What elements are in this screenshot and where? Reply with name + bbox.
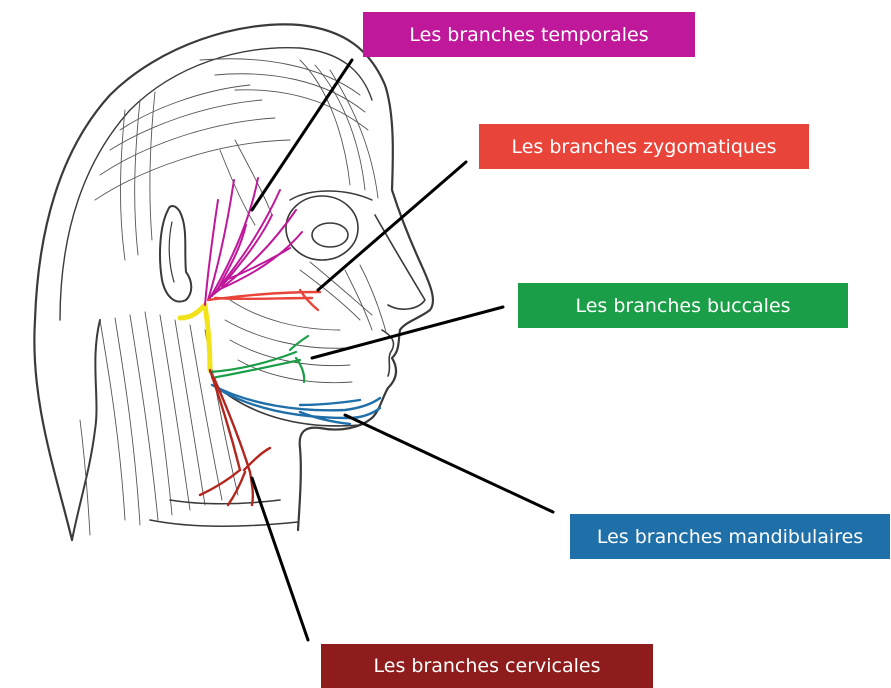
- eye: [312, 223, 348, 247]
- eyebrow: [290, 191, 372, 200]
- leader-line-buccal: [312, 307, 503, 358]
- buccal-branches: [210, 336, 308, 382]
- leader-line-mandibular: [345, 415, 553, 512]
- neck-front-contour: [170, 500, 280, 504]
- neck-muscle-fibers: [80, 312, 238, 535]
- eye-orbit: [286, 196, 358, 260]
- temporal-branches: [205, 178, 302, 305]
- zygomatic-branches: [208, 290, 320, 310]
- nerve-trunk: [180, 305, 210, 370]
- label-temporal-branches: Les branches temporales: [363, 12, 695, 57]
- cervical-branches: [200, 370, 270, 505]
- neck-back-outline: [72, 320, 100, 540]
- face-muscle-fibers: [225, 262, 386, 383]
- jaw-line: [215, 385, 360, 426]
- clavicle: [150, 520, 298, 526]
- nose: [375, 215, 425, 309]
- label-cervical-branches: Les branches cervicales: [321, 644, 653, 688]
- label-zygomatic-branches: Les branches zygomatiques: [479, 124, 809, 169]
- label-buccal-branches: Les branches buccales: [518, 283, 848, 328]
- label-mandibular-branches: Les branches mandibulaires: [570, 514, 890, 559]
- ear: [160, 206, 191, 302]
- leader-line-temporal: [252, 60, 352, 210]
- scalp-muscle-fibers: [95, 59, 378, 260]
- ear-inner: [169, 222, 174, 282]
